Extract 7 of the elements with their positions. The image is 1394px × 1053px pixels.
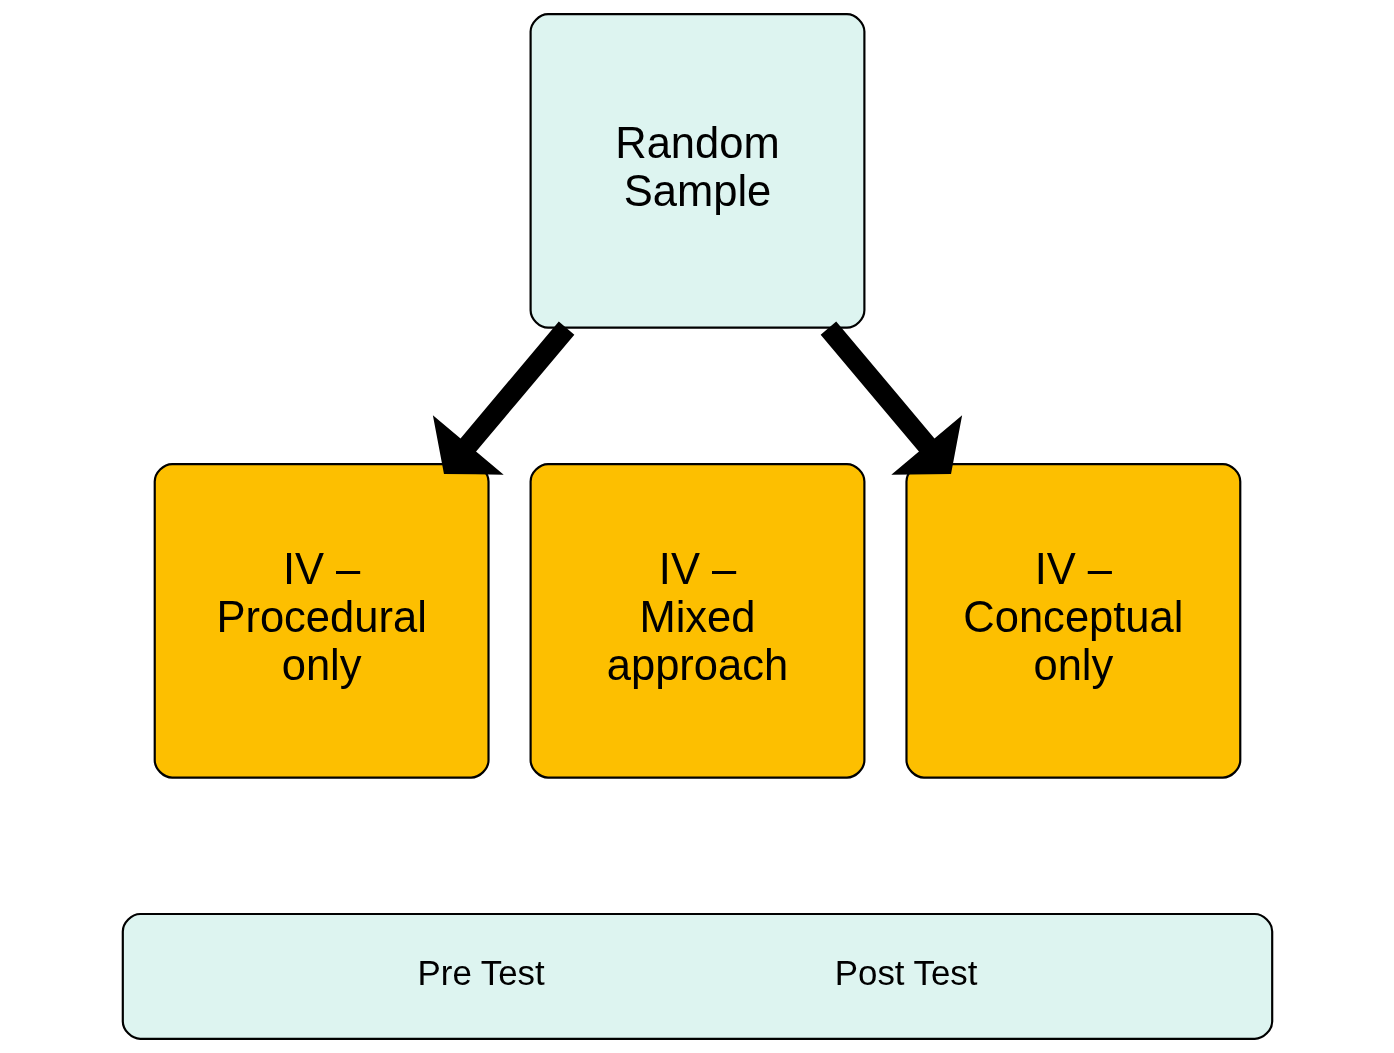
node-box: Pre Test Post Test [121, 912, 1273, 1040]
node-box: IV – Procedural only [153, 463, 490, 779]
node-box: IV – Conceptual only [904, 463, 1241, 779]
arrow [820, 321, 962, 475]
node-box: Random Sample [529, 13, 865, 329]
arrow [432, 321, 574, 475]
node-box: IV – Mixed approach [529, 463, 865, 779]
